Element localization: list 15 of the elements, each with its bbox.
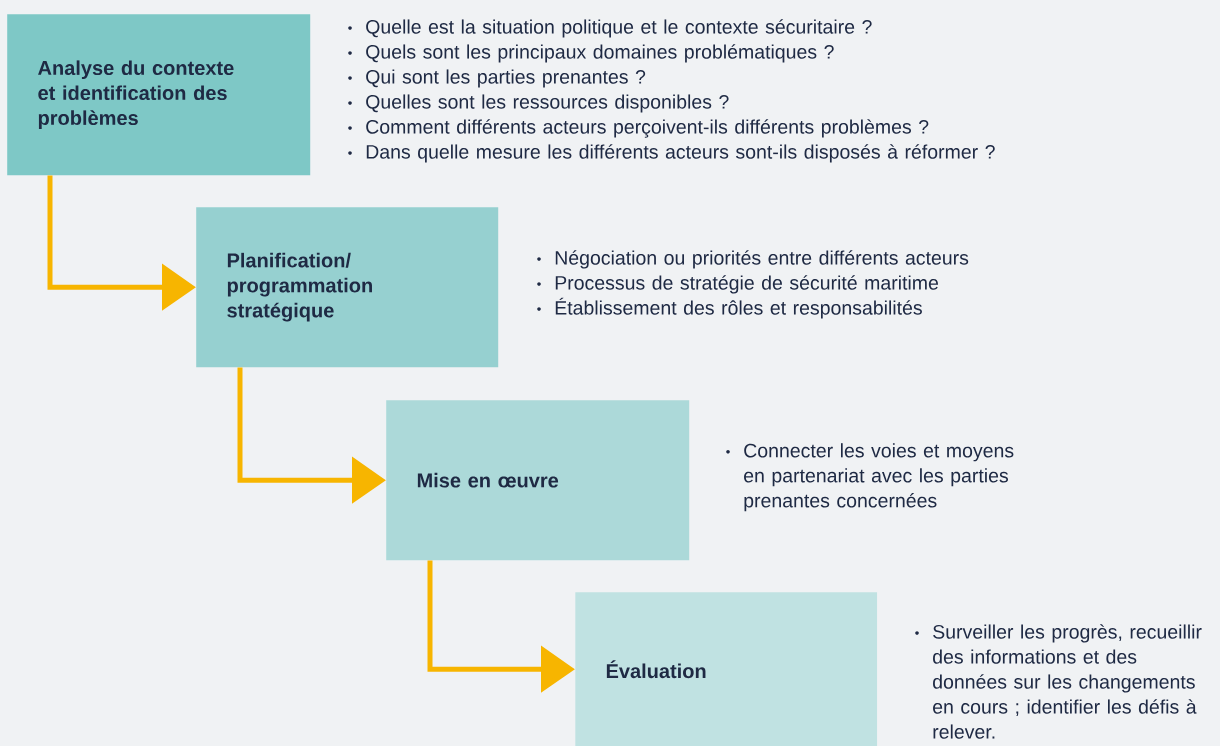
bullet-item: Surveiller les progrès, recueillir des informations et des données sur les changements en cours ; identifier les défis à relever. — [915, 624, 1202, 739]
bullet-item: Quels sont les principaux domaines problématiques ? — [348, 44, 834, 63]
bullet-item: Négociation ou priorités entre différents acteurs — [537, 250, 969, 269]
bullet-item: Connecter les voies et moyens en partenariat avec les parties prenantes concernées — [726, 443, 1014, 512]
process-box: Analyse du contexte et identification des problèmes — [7, 14, 311, 176]
bullet-item: Quelles sont les ressources disponibles ? — [348, 94, 729, 113]
bullet-item: Établissement des rôles et responsabilités — [537, 297, 922, 319]
bullet-item: Comment différents acteurs perçoivent-ils différents problèmes ? — [348, 119, 929, 138]
bullet-item: Dans quelle mesure les différents acteurs sont-ils disposés à réformer ? — [348, 144, 995, 163]
process-box: Mise en œuvre — [386, 400, 690, 561]
bullet-item: Quelle est la situation politique et le contexte sécuritaire ? — [348, 19, 872, 38]
bullet-item: Qui sont les parties prenantes ? — [348, 69, 646, 88]
bullet-item: Processus de stratégie de sécurité maritime — [537, 275, 938, 294]
process-box: Évaluation — [575, 592, 878, 746]
process-box: Planification/ programmation stratégique — [196, 207, 499, 368]
